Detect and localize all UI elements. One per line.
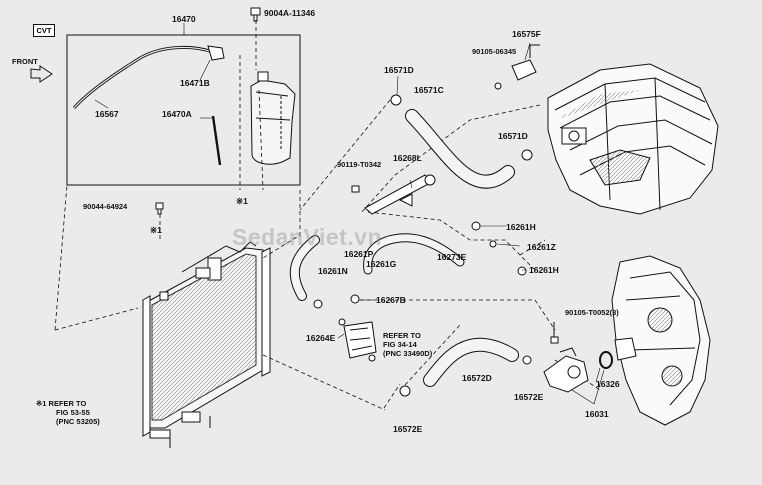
cvt-tag: CVT [33, 24, 55, 37]
callout-90044-64924[interactable]: 90044-64924 [83, 202, 128, 211]
callout-16326[interactable]: 16326 [596, 379, 620, 389]
callout-16261p[interactable]: 16261P [344, 249, 374, 259]
reservoir-tank [250, 71, 296, 165]
callout-mark1-top: ※1 [236, 196, 248, 206]
transaxle-housing [611, 255, 711, 426]
callout-16268l[interactable]: 16268L [393, 153, 422, 163]
clamps [313, 94, 533, 397]
heater-unit-16264e [338, 318, 377, 362]
callout-16261g[interactable]: 16261G [366, 259, 397, 269]
callout-16261h-a[interactable]: 16261H [506, 222, 536, 232]
callout-16261n[interactable]: 16261N [318, 266, 348, 276]
label-ticks [94, 23, 605, 405]
callout-9004a-11346[interactable]: 9004A-11346 [264, 8, 316, 18]
hose-16571c [405, 109, 515, 189]
reservoir-hose-16567 [72, 45, 225, 109]
callout-16470a[interactable]: 16470A [162, 109, 192, 119]
callout-16571c[interactable]: 16571C [414, 85, 444, 95]
front-arrow-icon [30, 65, 53, 83]
bracket-16575f [494, 44, 540, 90]
gasket-16326 [599, 351, 613, 369]
radiator [142, 241, 271, 448]
callout-16572e[interactable]: 16572E [514, 392, 544, 402]
footnote-line-2: FIG 53-55 [56, 408, 90, 417]
callout-16571d-a[interactable]: 16571D [384, 65, 414, 75]
rod-16470a [211, 115, 222, 166]
refer-fig-34-14[interactable]: REFER TO FIG 34-14 (PNC 33490D) [383, 331, 432, 358]
callout-16470[interactable]: 16470 [172, 14, 196, 24]
watermark: SedanViet.vn [232, 224, 383, 250]
callout-90105-06345[interactable]: 90105-06345 [472, 47, 517, 56]
callout-90119-t0342[interactable]: 90119-T0342 [337, 160, 382, 169]
callout-16575f[interactable]: 16575F [512, 29, 541, 39]
callout-mark1-bottom: ※1 [150, 225, 162, 235]
refer-fig-line-3: (PNC 33490D) [383, 349, 433, 358]
callout-16567[interactable]: 16567 [95, 109, 119, 119]
hose-16572d [423, 337, 519, 387]
callout-16571d-b[interactable]: 16571D [498, 131, 528, 141]
pipe-16268l [364, 174, 436, 215]
footnote-line-3: (PNC 53205) [56, 417, 100, 426]
callout-16572e-b[interactable]: 16572E [393, 424, 423, 434]
bolt-90105-t0052 [550, 322, 559, 344]
callout-16261h-b[interactable]: 16261H [529, 265, 559, 275]
callout-16471b[interactable]: 16471B [180, 78, 210, 88]
engine-block [547, 63, 719, 215]
inset-box [66, 34, 301, 186]
footnote-refer-fig-53-55: ※1 REFER TO FIG 53-55 (PNC 53205) [36, 399, 100, 426]
callout-16031[interactable]: 16031 [585, 409, 609, 419]
footnote-line-1: ※1 REFER TO [36, 399, 87, 408]
bolt-9004a [250, 7, 261, 22]
front-label: FRONT [12, 57, 38, 66]
hose-16261n [289, 235, 320, 301]
water-inlet-16031 [543, 347, 589, 393]
refer-fig-line-2: FIG 34-14 [383, 340, 417, 349]
refer-fig-line-1: REFER TO [383, 331, 421, 340]
screw-90044 [155, 202, 164, 215]
callout-16264e[interactable]: 16264E [306, 333, 336, 343]
callout-16267b[interactable]: 16267B [376, 295, 406, 305]
bolt-90119 [351, 185, 360, 193]
callout-16572d[interactable]: 16572D [462, 373, 492, 383]
hose-16261g [363, 233, 465, 275]
leader-lines [54, 99, 601, 411]
callout-90105-t0052[interactable]: 90105-T0052(3) [565, 308, 619, 317]
callout-16273e[interactable]: 16273E [437, 252, 467, 262]
callout-16261z[interactable]: 16261Z [527, 242, 556, 252]
